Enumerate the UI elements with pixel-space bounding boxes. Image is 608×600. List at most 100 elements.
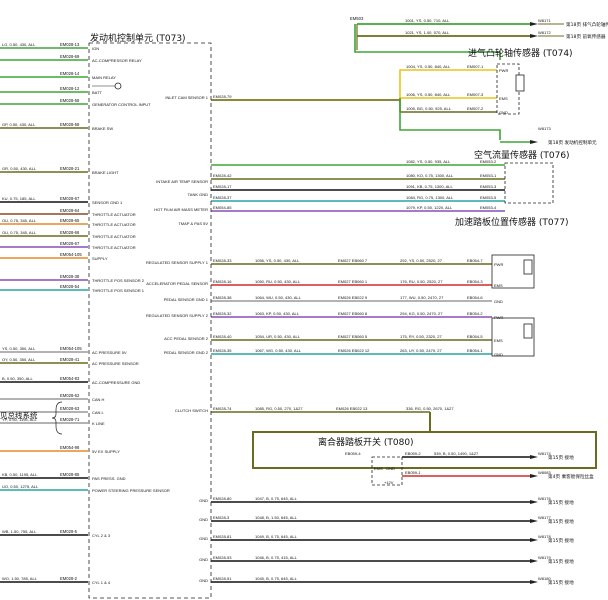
wire-dest: 第15页 接地 (548, 499, 574, 506)
connector-label: EM027 EB060 5 (338, 334, 368, 339)
top-wire-dest: 第18页 前氧传感器 (566, 33, 606, 40)
terminal-label: EMS (499, 96, 508, 101)
ecu-right-pin: EM028-74 (213, 406, 232, 411)
wire-spec: 336, RG, 0.50, 2670, 1&27 (406, 406, 454, 411)
ecu-right-pin: EM028-32 (213, 311, 232, 316)
component-t074-title: 进气凸轮轴传感器 (T074) (468, 47, 573, 59)
left-wire-spec: UO, 0.50, 1275, ALL (2, 484, 39, 489)
wire-spec: 539, B, 0.50, 1490, 1&27 (434, 451, 479, 456)
wire-spec: 1005, BG, 0.50, 925, ALL (406, 106, 452, 111)
wire-t074-pwr (211, 69, 497, 101)
left-wire-spec: KU, 0.75, 185, ALL (2, 196, 36, 201)
wire-spec: 263, UY, 0.50, 2470, 27 (400, 348, 443, 353)
clutch-frame (252, 431, 597, 469)
component-t077-box-2 (491, 317, 535, 357)
connector-label: EM027 EB060 7 (338, 258, 368, 263)
terminal-label: PWR (494, 262, 503, 267)
top-wire-dest: 第18页 排气凸轮轴传感器 (566, 21, 608, 28)
bus-system-label: 见总线系统 (0, 410, 38, 420)
arrow-icon (530, 474, 538, 478)
top-wire-code: W8172 (538, 30, 551, 35)
wire-spec: 1004, YS, 0.50, 840, ALL (406, 64, 451, 69)
ecu-pin-label: THROTTLE ACTUATOR (92, 222, 136, 227)
bus-brace (51, 401, 63, 435)
left-wire-spec: WO, 1.50, 785, ALL (2, 576, 38, 581)
wire-code: W8178 (538, 534, 551, 539)
wire-code: W8174 (538, 451, 551, 456)
ecu-pin-label: AC-COMPRESSOR RELAY (92, 58, 142, 63)
sensor-icon (515, 74, 525, 92)
ecu-right-label: REGULATED SENSOR SUPPLY 1 (146, 260, 209, 265)
component-t077-box-1 (491, 254, 535, 289)
ecu-right-label: GND (199, 557, 208, 562)
ecu-pin-code: EM028-58 (60, 122, 80, 127)
ecu-pin-code: EM028-54 (60, 284, 80, 289)
arrow-icon (530, 22, 538, 26)
wire-pin: EB059-2 (405, 451, 421, 456)
ecu-pin-label: PAS PRESS. GND (92, 476, 126, 481)
ecu-pin-code: EM028-67 (60, 241, 80, 246)
ecu-right-label: HOT FILM AIR MASS METER (154, 207, 208, 212)
ecu-right-pin: EM028-37 (213, 195, 232, 200)
terminal-label: EMS (494, 338, 503, 343)
ecu-pin-label: AC PRESSURE SENSOR (92, 361, 139, 366)
wire-code: W8176 (538, 496, 551, 501)
ecu-right-label: REGULATED SENSOR SUPPLY 2 (146, 313, 209, 318)
wire-code: W8083 (538, 470, 551, 475)
top-connector-label: EM503 (350, 16, 364, 21)
left-wire-spec: OU, 0.75, 345, ALL (2, 230, 37, 235)
ecu-right-pin: EM028-53 (213, 555, 232, 560)
arrow-icon (530, 559, 538, 563)
ecu-right-label: TMAP & PAS 5V (178, 221, 208, 226)
frames-layer (51, 22, 597, 599)
connector-label: EM027 EB060 8 (338, 311, 368, 316)
wire-dest: 第15页 接地 (548, 537, 574, 544)
left-wire-spec: OY, 0.50, 350, ALL (2, 357, 36, 362)
connector-label: EM027 EB060 1 (338, 279, 368, 284)
ecu-pin-label: POWER STEERING PRESSURE SENSOR (92, 488, 170, 493)
component-t076-box (504, 162, 554, 204)
ecu-right-pin: EM028-40 (213, 334, 232, 339)
ecu-right-label: GND (199, 517, 208, 522)
ecu-pin-code: EM028-14 (60, 71, 80, 76)
ecu-pin-code: EM028-41 (60, 357, 80, 362)
component-t080-title: 离合器踏板开关 (T080) (318, 436, 414, 448)
sensor-icon (523, 259, 533, 275)
ecu-pin-code: EM054-105 (60, 252, 82, 257)
left-wire-spec: YS, 0.50, 350, ALL (2, 346, 36, 351)
ecu-pin-label: THROTTLE POS SENSOR 1 (92, 288, 145, 293)
ecu-right-label: GND (199, 578, 208, 583)
ecu-pin-code: EM028-2 (60, 576, 78, 581)
arrow-icon (530, 140, 538, 144)
left-wire-spec: KB, 0.50, 1195, ALL (2, 472, 38, 477)
ecu-right-pin: EM028-35 (213, 348, 232, 353)
terminal-label: GND (499, 110, 508, 115)
ecu-pin-label: CYL 1 & 4 (92, 580, 111, 585)
ecu-pin-label: 5V EX SUPPLY (92, 449, 120, 454)
ecu-right-pin: EM028-38 (213, 295, 232, 300)
wire-spec: 1082, YS, 0.50, 935, ALL (406, 159, 451, 164)
left-wire-spec: GP, 0.50, 430, ALL (2, 122, 36, 127)
wire-pin: EM053-5 (480, 195, 497, 200)
wire-t074-gnd (211, 99, 401, 112)
wire-em503 (354, 24, 501, 60)
wire-spec: 175, RY, 0.50, 2320, 27 (400, 334, 442, 339)
wire-pin: EM007-2 (467, 106, 484, 111)
ecu-pin-code: EM028-5 (60, 529, 78, 534)
ecu-pin-code: EM054-105 (60, 346, 82, 351)
connector-label: EM026 EB022 9 (338, 295, 368, 300)
wire-spec: 1054, UR, 0.50, 430, ALL (255, 334, 301, 339)
wire-pin: EM053-4 (480, 205, 497, 210)
wire-spec: 1063, KP, 0.50, 430, ALL (255, 311, 300, 316)
terminal-label: PWR (499, 68, 508, 73)
wire-spec: 1079, KP, 0.50, 1220, ALL (406, 205, 453, 210)
wire-spec: 1085, RG, 0.50, 270, 1&27 (255, 406, 303, 411)
w8173-dest: 第18页 发动机控制单元 (548, 139, 597, 146)
sensor-icon (523, 323, 533, 339)
wire-spec: 1006, YS, 0.50, 840, ALL (406, 92, 451, 97)
terminal-label: +12V (384, 480, 394, 485)
left-wire-spec: GR, 0.50, 430, ALL (2, 166, 37, 171)
ecu-pin-label: BRAKE SW (92, 126, 113, 131)
ecu-pin-code: EM028-62 (60, 393, 80, 398)
connector-label: EM026 EB022 13 (336, 406, 368, 411)
